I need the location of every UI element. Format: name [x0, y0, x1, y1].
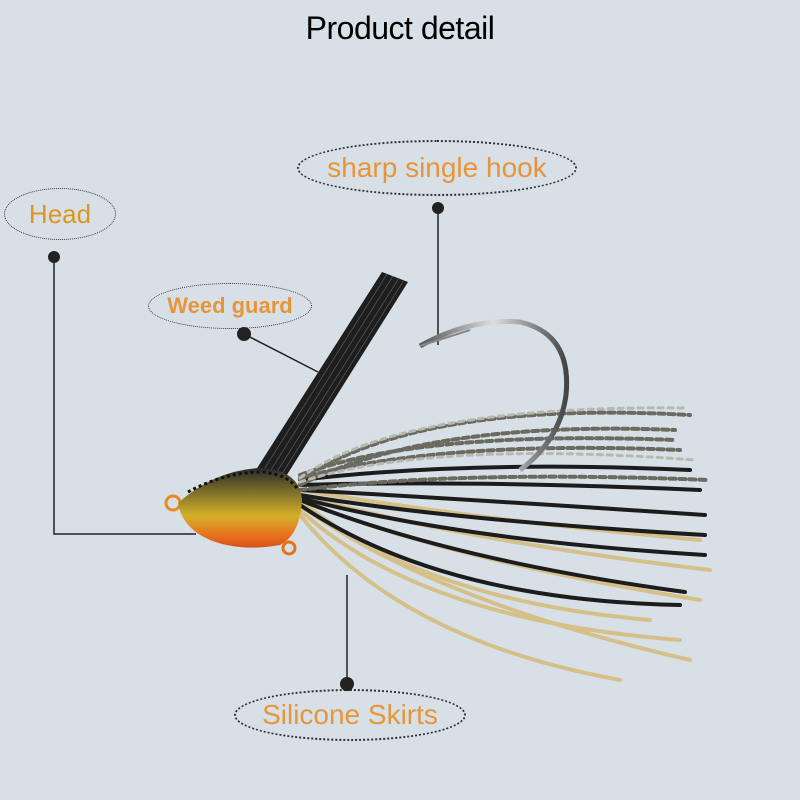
page-title: Product detail: [305, 10, 495, 46]
callout-head: Head: [4, 188, 116, 240]
callout-head-label: Head: [28, 198, 92, 229]
hook-icon: [418, 319, 570, 472]
pointer-lines: [53, 208, 439, 684]
dot-pointer-icon: [48, 202, 444, 691]
callout-weed-guard-label: Weed guard: [167, 293, 293, 318]
silicone-skirt-icon: [298, 406, 712, 682]
weed-guard-icon: [240, 272, 408, 505]
callout-skirt-label: Silicone Skirts: [262, 699, 438, 730]
callout-weed-guard: Weed guard: [148, 283, 312, 329]
callout-hook: sharp single hook: [297, 140, 577, 196]
jig-head-icon: [164, 468, 302, 556]
callout-hook-label: sharp single hook: [327, 152, 547, 183]
